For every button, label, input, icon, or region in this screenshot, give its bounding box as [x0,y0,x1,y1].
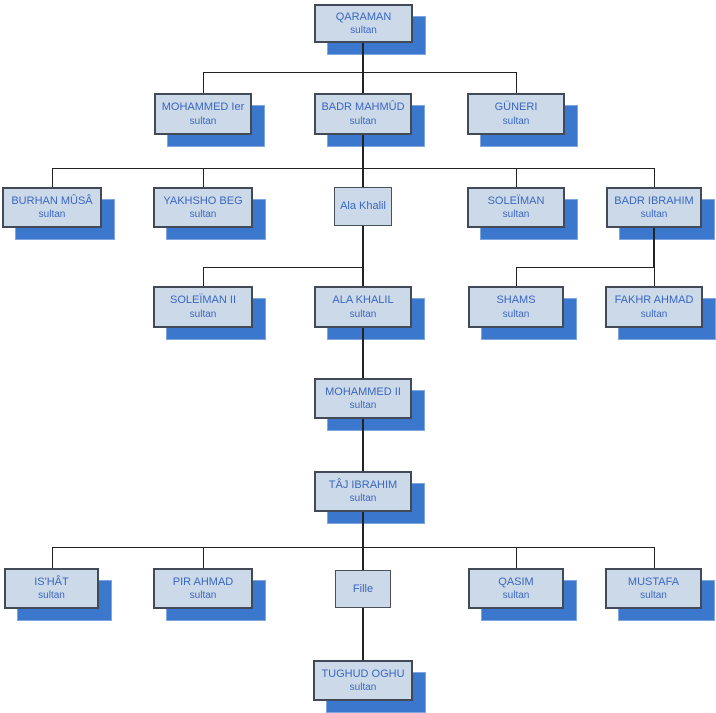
node-name: QARAMAN [335,10,392,23]
node-name: SOLEÏMAN II [169,294,237,307]
node-name: TUGHUD OGHU [321,667,405,680]
node-name: FAKHR AHMAD [614,294,694,307]
node-subtitle: sultan [502,115,530,127]
node-name: BADR MAHMÛD [321,101,405,114]
node-subtitle: sultan [189,308,217,320]
connector-vline [654,168,655,187]
node-subtitle: sultan [38,590,65,602]
connector-vline [516,547,517,568]
node-subtitle: sultan [189,209,217,221]
tree-node-tughud-oghu[interactable]: TUGHUD OGHU sultan [313,660,413,701]
connector-vline [653,228,655,267]
node-name: SHAMS [496,294,536,307]
node-name: YAKHSHO BEG [163,194,243,207]
node-name: IS'HÂT [34,575,69,588]
tree-node-burhan-musa[interactable]: BURHAN MÛSÂ sultan [2,187,102,228]
connector-hline [52,168,655,169]
node-subtitle: sultan [502,209,530,221]
node-name: GÜNERI [494,101,538,114]
tree-node-qasim[interactable]: QASIM sultan [468,568,564,609]
connector-vline [362,328,364,378]
connector-hline [203,267,364,268]
tree-node-fille: Fille [335,570,391,608]
tree-node-taj-ibrahim[interactable]: TÂJ IBRAHIM sultan [314,471,412,512]
connector-hline [516,267,655,268]
node-name: MOHAMMED Ier [161,101,245,114]
node-name: MUSTAFA [627,575,680,588]
connector-vline [362,512,364,547]
connector-vline [203,168,204,187]
node-subtitle: sultan [349,400,377,412]
connector-vline [362,547,364,570]
node-name: Ala Khalil [340,200,386,213]
node-name: Fille [352,582,374,595]
node-name: MOHAMMED II [325,385,401,398]
connector-vline [516,168,517,187]
connector-vline [654,547,655,568]
node-subtitle: sultan [350,25,377,37]
tree-node-yakhsho-beg[interactable]: YAKHSHO BEG sultan [153,187,253,228]
connector-vline [362,135,364,168]
node-subtitle: sultan [349,493,377,505]
connector-vline [52,547,53,568]
node-name: SOLEÏMAN [487,194,545,207]
connector-vline [362,226,364,267]
connector-vline [203,267,204,286]
tree-node-mohammed-ii[interactable]: MOHAMMED II sultan [314,378,412,419]
node-subtitle: sultan [189,115,217,127]
connector-vline [516,267,517,286]
tree-node-mustafa[interactable]: MUSTAFA sultan [605,568,702,609]
node-name: TÂJ IBRAHIM [328,478,398,491]
connector-vline [516,72,517,93]
connector-hline [203,72,517,73]
node-subtitle: sultan [189,590,217,602]
node-name: PIR AHMAD [172,575,234,588]
tree-node-badr-ibrahim[interactable]: BADR IBRAHIM sultan [606,187,702,228]
tree-node-ishat[interactable]: IS'HÂT sultan [4,568,99,609]
node-name: BURHAN MÛSÂ [11,194,93,207]
node-name: BADR IBRAHIM [614,194,694,207]
node-subtitle: sultan [640,590,667,602]
connector-hline [52,547,655,548]
tree-node-soleiman[interactable]: SOLEÏMAN sultan [467,187,565,228]
node-subtitle: sultan [349,682,377,694]
connector-vline [362,267,364,286]
node-subtitle: sultan [502,308,530,320]
connector-vline [654,267,655,286]
node-subtitle: sultan [502,590,530,602]
node-name: ALA KHALIL [332,294,394,307]
node-subtitle: sultan [349,115,377,127]
connector-vline [362,168,364,187]
connector-vline [52,168,53,187]
connector-vline [203,547,204,568]
connector-vline [362,608,364,660]
node-subtitle: sultan [640,209,668,221]
node-subtitle: sultan [640,308,668,320]
connector-vline [203,72,204,93]
connector-vline [362,72,364,93]
node-subtitle: sultan [38,209,66,221]
connector-vline [362,43,364,72]
tree-node-qaraman[interactable]: QARAMAN sultan [314,4,413,43]
connector-vline [362,419,364,471]
tree-node-ala-khalil-plain: Ala Khalil [334,187,392,226]
node-subtitle: sultan [349,308,377,320]
tree-node-pir-ahmad[interactable]: PIR AHMAD sultan [153,568,253,609]
node-name: QASIM [498,575,534,588]
